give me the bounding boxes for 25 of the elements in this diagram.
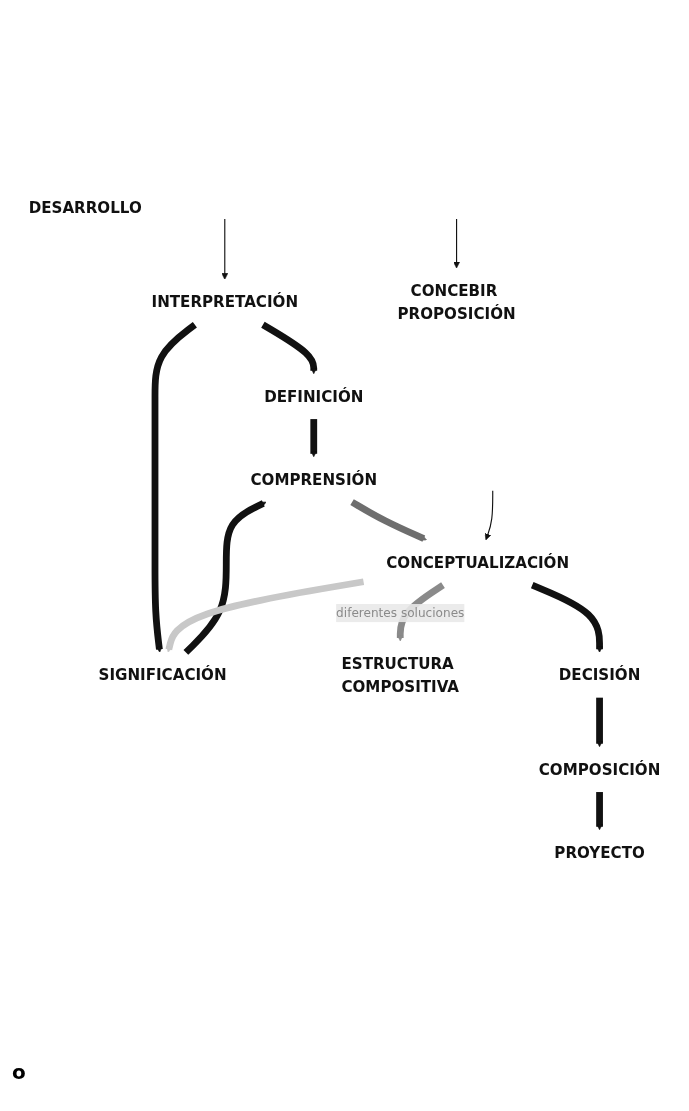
- node-text: COMPRENSIÓN: [250, 470, 378, 489]
- arrow: [165, 578, 365, 653]
- edge-label: diferentes soluciones: [336, 605, 465, 620]
- arrow: [596, 697, 603, 747]
- arrow: [151, 321, 197, 653]
- node-text: DECISIÓN: [558, 665, 641, 685]
- arrow: [530, 581, 603, 653]
- node-text: SIGNIFICACIÓN: [98, 665, 227, 685]
- node-text: ESTRUCTURA COMPOSITIVA: [341, 654, 460, 696]
- node-text: DESARROLLO: [28, 198, 142, 217]
- arrow: [596, 791, 603, 831]
- arrow: [350, 499, 427, 542]
- node-text: INTERPRETACIÓN: [151, 292, 299, 312]
- node-text: COMPOSICIÓN: [538, 760, 661, 779]
- arrow: [484, 490, 494, 541]
- arrow: [221, 218, 229, 280]
- arrow: [310, 418, 318, 458]
- node-text: DEFINICIÓN: [264, 387, 364, 406]
- node-text: CONCEBIR PROPOSICIÓN: [397, 281, 516, 323]
- node-text: CONCEPTUALIZACIÓN: [386, 553, 570, 572]
- node-text: PROYECTO: [554, 843, 645, 862]
- arrow: [183, 500, 267, 655]
- note-text: o: [12, 1060, 27, 1084]
- arrow: [261, 321, 318, 374]
- arrow: [453, 218, 460, 269]
